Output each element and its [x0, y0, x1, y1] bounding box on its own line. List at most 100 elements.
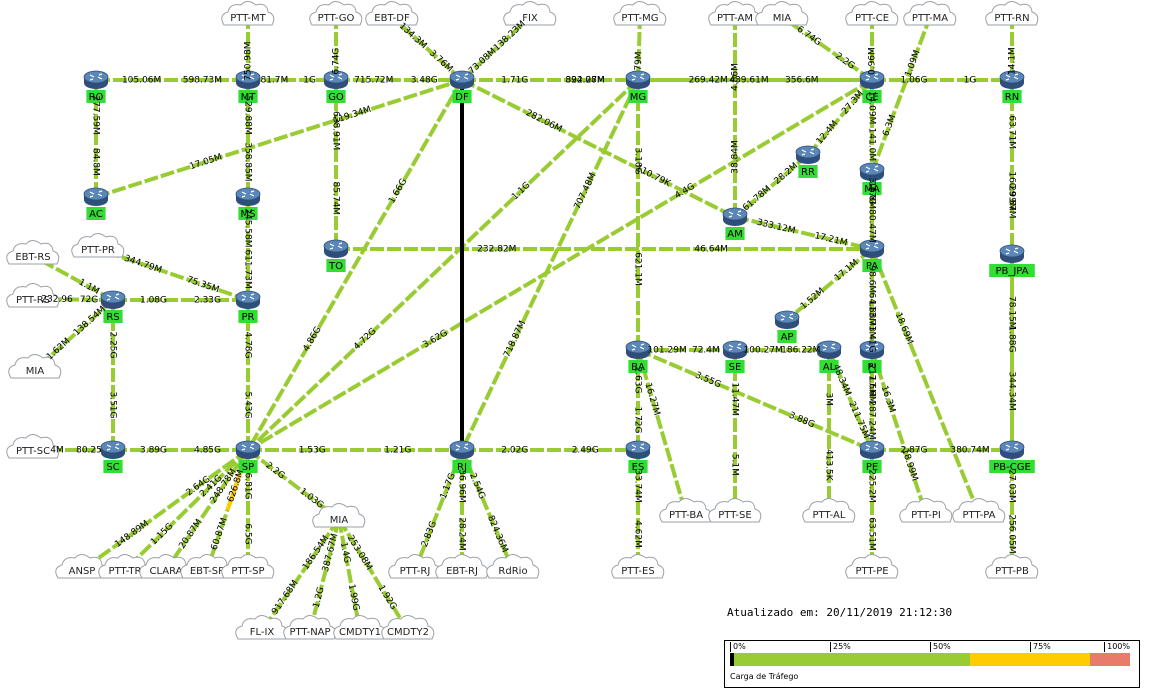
- router-pb-jpa[interactable]: PB_JPA: [989, 244, 1035, 277]
- link-rr-am[interactable]: [733, 153, 810, 219]
- cloud-c-ptt-am[interactable]: PTT-AM: [708, 1, 762, 26]
- link-df-am[interactable]: [461, 78, 736, 219]
- router-pb-cge[interactable]: PB-CGE: [989, 440, 1035, 473]
- cloud-c-ptt-ce[interactable]: PTT-CE: [845, 1, 899, 26]
- cloud-label: PTT-PE: [855, 566, 888, 577]
- router-ac[interactable]: AC: [83, 187, 109, 220]
- cloud-c-ptt-es[interactable]: PTT-ES: [611, 554, 665, 579]
- cloud-c-ebt-rs[interactable]: EBT-RS: [6, 240, 60, 265]
- router-ms[interactable]: MS: [235, 187, 261, 220]
- router-label-box: [86, 207, 106, 220]
- cloud-c-ptt-ba[interactable]: PTT-BA: [659, 498, 713, 523]
- router-df[interactable]: DF: [449, 70, 475, 103]
- router-rs[interactable]: RS: [100, 290, 126, 323]
- router-sc[interactable]: SC: [100, 440, 126, 473]
- cloud-c-ptt-mt[interactable]: PTT-MT: [221, 1, 275, 26]
- cloud-c-ptt-rn[interactable]: PTT-RN: [985, 1, 1039, 26]
- link-ma-c-ptt-ma[interactable]: [870, 16, 932, 173]
- link-sp-c-ansp[interactable]: [80, 448, 250, 572]
- link-label-75-b: 413.5K: [824, 449, 834, 482]
- router-label-box: [238, 310, 258, 323]
- link-ba-c-ptt-ba[interactable]: [636, 349, 688, 515]
- link-label-73-a: 16.27M: [642, 382, 661, 417]
- router-label-box: [725, 227, 745, 240]
- link-label-4-b: 356.6M: [785, 76, 819, 86]
- router-go[interactable]: GO: [323, 70, 349, 103]
- link-mg-c-ptt-mg[interactable]: [636, 16, 642, 81]
- link-df-sp[interactable]: [246, 78, 464, 452]
- router-rj[interactable]: RJ: [449, 440, 475, 473]
- cloud-c-cmdty2[interactable]: CMDTY2: [381, 615, 435, 640]
- link-am-pa[interactable]: [734, 215, 873, 251]
- router-ce[interactable]: CE: [859, 70, 885, 103]
- router-arrows-icon: [865, 242, 879, 250]
- router-ro[interactable]: RO: [83, 70, 109, 103]
- cloud-c-ptt-sc[interactable]: PTT-SC: [6, 434, 60, 459]
- router-ba[interactable]: BA: [625, 340, 651, 373]
- cloud-c-ebt-df[interactable]: EBT-DF: [365, 1, 419, 26]
- router-ap[interactable]: AP: [774, 310, 800, 343]
- cloud-c-ptt-rj[interactable]: PTT-RJ: [388, 554, 442, 579]
- router-se[interactable]: SE: [722, 340, 748, 373]
- link-label-75-a: 3M: [824, 392, 834, 406]
- link-pa-ap[interactable]: [785, 247, 874, 322]
- link-pi-c-ptt-pi[interactable]: [870, 349, 928, 515]
- link-c-mia-sp-c-fl-ix[interactable]: [260, 517, 341, 633]
- router-pr[interactable]: PR: [235, 290, 261, 323]
- router-pi[interactable]: PI: [859, 340, 885, 373]
- link-label-54-a: 1.1M: [77, 278, 101, 297]
- cloud-c-ptt-pb[interactable]: PTT-PB: [985, 554, 1039, 579]
- link-ce-c-mia-top[interactable]: [780, 15, 874, 82]
- router-rn[interactable]: RN: [999, 70, 1025, 103]
- router-arrows-icon: [455, 73, 469, 81]
- cloud-c-ptt-pe[interactable]: PTT-PE: [845, 554, 899, 579]
- link-rs-c-ptt-rs[interactable]: [32, 297, 114, 302]
- link-sp-c-clara[interactable]: [164, 448, 250, 572]
- cloud-c-cmdty1[interactable]: CMDTY1: [333, 615, 387, 640]
- cloud-c-ptt-ma[interactable]: PTT-MA: [903, 1, 957, 26]
- cloud-c-fl-ix[interactable]: FL-IX: [235, 615, 289, 640]
- link-df-c-ebt-df[interactable]: [390, 15, 464, 82]
- router-to[interactable]: TO: [323, 239, 349, 272]
- cloud-c-ptt-pa[interactable]: PTT-PA: [952, 498, 1006, 523]
- router-al[interactable]: AL: [816, 340, 842, 373]
- cloud-c-fix[interactable]: FIX: [503, 1, 557, 26]
- link-ac-df[interactable]: [95, 78, 463, 199]
- router-pa[interactable]: PA: [859, 239, 885, 272]
- router-sp[interactable]: SP: [235, 440, 261, 473]
- router-mt[interactable]: MT: [235, 70, 261, 103]
- cloud-shape: [899, 498, 953, 523]
- cloud-c-mia-sp[interactable]: MIA: [312, 503, 366, 528]
- router-ma[interactable]: MA: [859, 162, 885, 195]
- cloud-c-rdrio[interactable]: RdRio: [486, 554, 540, 579]
- link-pr-c-ptt-pr[interactable]: [97, 247, 249, 302]
- router-label-box: [862, 259, 882, 272]
- link-c-mia-sp-c-cmdty2[interactable]: [337, 517, 410, 633]
- router-am[interactable]: AM: [722, 207, 748, 240]
- cloud-c-ptt-al[interactable]: PTT-AL: [802, 498, 856, 523]
- router-rr[interactable]: RR: [795, 145, 821, 178]
- router-pe[interactable]: PE: [859, 440, 885, 473]
- cloud-c-ptt-nap[interactable]: PTT-NAP: [283, 615, 337, 640]
- link-c-mia-sp-c-cmdty1[interactable]: [337, 518, 362, 632]
- link-ba-pe[interactable]: [637, 348, 873, 452]
- cloud-c-ptt-se[interactable]: PTT-SE: [708, 498, 762, 523]
- link-pa-c-ptt-pa[interactable]: [870, 248, 981, 515]
- link-ce-sp[interactable]: [246, 78, 874, 452]
- link-mg-rj[interactable]: [460, 79, 640, 451]
- link-sp-c-ptt-tr[interactable]: [123, 448, 250, 572]
- cloud-c-ebt-rj[interactable]: EBT-RJ: [435, 554, 489, 579]
- cloud-c-ptt-sp[interactable]: PTT-SP: [221, 554, 275, 579]
- cloud-c-ptt-pr[interactable]: PTT-PR: [71, 233, 125, 258]
- link-mg-sp[interactable]: [246, 78, 640, 452]
- cloud-c-mia-top[interactable]: MIA: [755, 1, 809, 26]
- link-df-c-fix[interactable]: [460, 15, 532, 82]
- link-c-mia-sp-c-ptt-nap[interactable]: [308, 518, 341, 632]
- cloud-c-ptt-rs[interactable]: PTT-RS: [6, 283, 60, 308]
- cloud-c-mia-left[interactable]: MIA: [8, 354, 62, 379]
- cloud-c-ptt-mg[interactable]: PTT-MG: [613, 1, 667, 26]
- router-es[interactable]: ES: [625, 440, 651, 473]
- cloud-c-ptt-pi[interactable]: PTT-PI: [899, 498, 953, 523]
- router-mg[interactable]: MG: [625, 70, 651, 103]
- cloud-c-ptt-go[interactable]: PTT-GO: [309, 1, 363, 26]
